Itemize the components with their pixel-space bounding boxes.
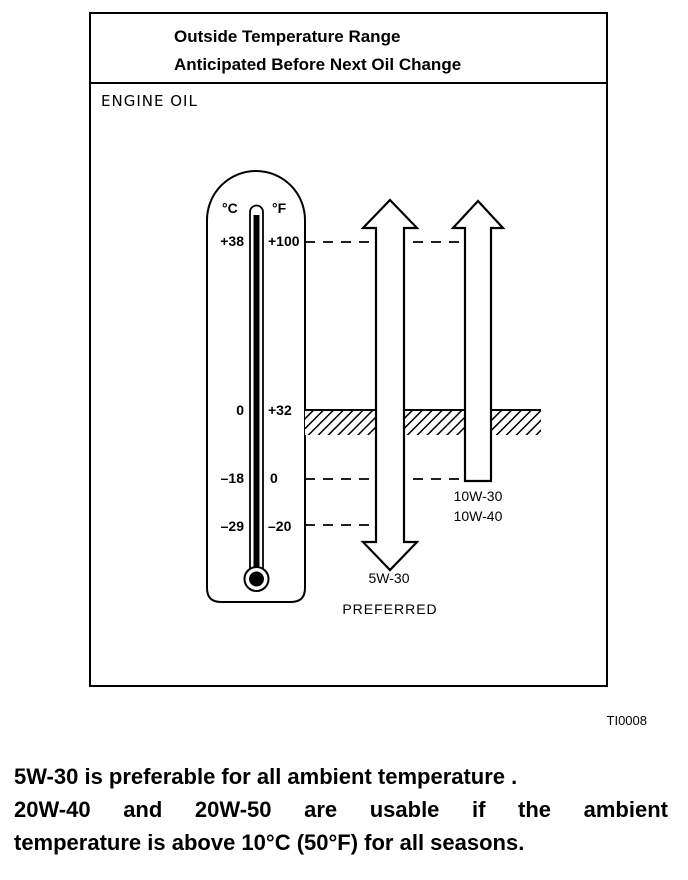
oil-10w30-label: 10W-30 <box>454 488 503 504</box>
freezing-band-hatch <box>305 410 541 435</box>
fahrenheit-mark-3: 0 <box>270 470 278 486</box>
celsius-mark-4: –29 <box>221 518 245 534</box>
caption-line-1: 5W-30 is preferable for all ambient temp… <box>14 764 518 789</box>
fahrenheit-mark-4: –20 <box>268 518 292 534</box>
preferred-label: PREFERRED <box>342 601 437 617</box>
celsius-mark-1: +38 <box>220 233 244 249</box>
chart-frame <box>89 12 608 687</box>
oil-chart-diagram: Outside Temperature Range Anticipated Be… <box>89 12 647 728</box>
fahrenheit-mark-2: +32 <box>268 402 292 418</box>
fahrenheit-unit: °F <box>272 200 287 216</box>
celsius-unit: °C <box>222 200 238 216</box>
header-line-2: Anticipated Before Next Oil Change <box>174 55 461 74</box>
oil-10w40-label: 10W-40 <box>454 508 503 524</box>
section-label: ENGINE OIL <box>101 92 198 110</box>
figure-id: TI0008 <box>607 713 647 728</box>
caption: 5W-30 is preferable for all ambient temp… <box>14 760 668 859</box>
thermometer-bulb <box>249 571 264 587</box>
thermometer-mercury <box>253 215 260 573</box>
oil-5w30-label: 5W-30 <box>369 570 410 586</box>
header-line-1: Outside Temperature Range <box>174 27 400 46</box>
oil-10w-range-arrow <box>450 199 506 483</box>
fahrenheit-mark-1: +100 <box>268 233 300 249</box>
caption-line-3: temperature is above 10°C (50°F) for all… <box>14 830 525 855</box>
celsius-mark-3: –18 <box>221 470 245 486</box>
celsius-mark-2: 0 <box>236 402 244 418</box>
caption-line-2: 20W-40 and 20W-50 are usable if the ambi… <box>14 797 668 822</box>
oil-5w30-range-arrow <box>360 198 420 572</box>
